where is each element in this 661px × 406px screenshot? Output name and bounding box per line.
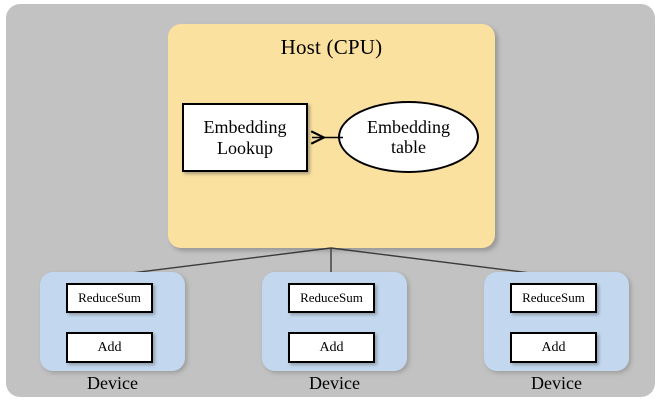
device-group-1: ReduceSum Add Device (40, 272, 185, 398)
reducesum-box-1: ReduceSum (66, 283, 153, 313)
device-group-2: ReduceSum Add Device (262, 272, 407, 398)
embedding-lookup-label: Embedding Lookup (204, 117, 287, 157)
device-caption-1: Device (87, 373, 138, 393)
add-box-1: Add (66, 332, 153, 363)
add-box-2: Add (288, 332, 375, 363)
reducesum-box-3: ReduceSum (510, 283, 597, 313)
add-label-2: Add (319, 339, 344, 355)
add-box-3: Add (510, 332, 597, 363)
reducesum-label-3: ReduceSum (522, 290, 585, 305)
host-title: Host (CPU) (280, 35, 383, 59)
device-group-3: ReduceSum Add Device (484, 272, 629, 398)
embedding-lookup-label-line1: Embedding (203, 117, 287, 138)
embedding-lookup-label-line2: Lookup (217, 137, 273, 158)
reducesum-box-2: ReduceSum (288, 283, 375, 313)
embedding-table-label-line2: table (391, 137, 426, 157)
embedding-table-label: Embedding table (367, 117, 450, 157)
embedding-table-ellipse: Embedding table (338, 101, 479, 173)
add-label-1: Add (97, 339, 122, 355)
embedding-lookup-box: Embedding Lookup (182, 103, 308, 172)
embedding-table-label-line1: Embedding (367, 116, 450, 137)
device-caption-3: Device (531, 373, 582, 393)
add-label-3: Add (541, 339, 566, 355)
reducesum-label-2: ReduceSum (300, 290, 363, 305)
device-caption-2: Device (309, 373, 360, 393)
reducesum-label-1: ReduceSum (78, 290, 141, 305)
